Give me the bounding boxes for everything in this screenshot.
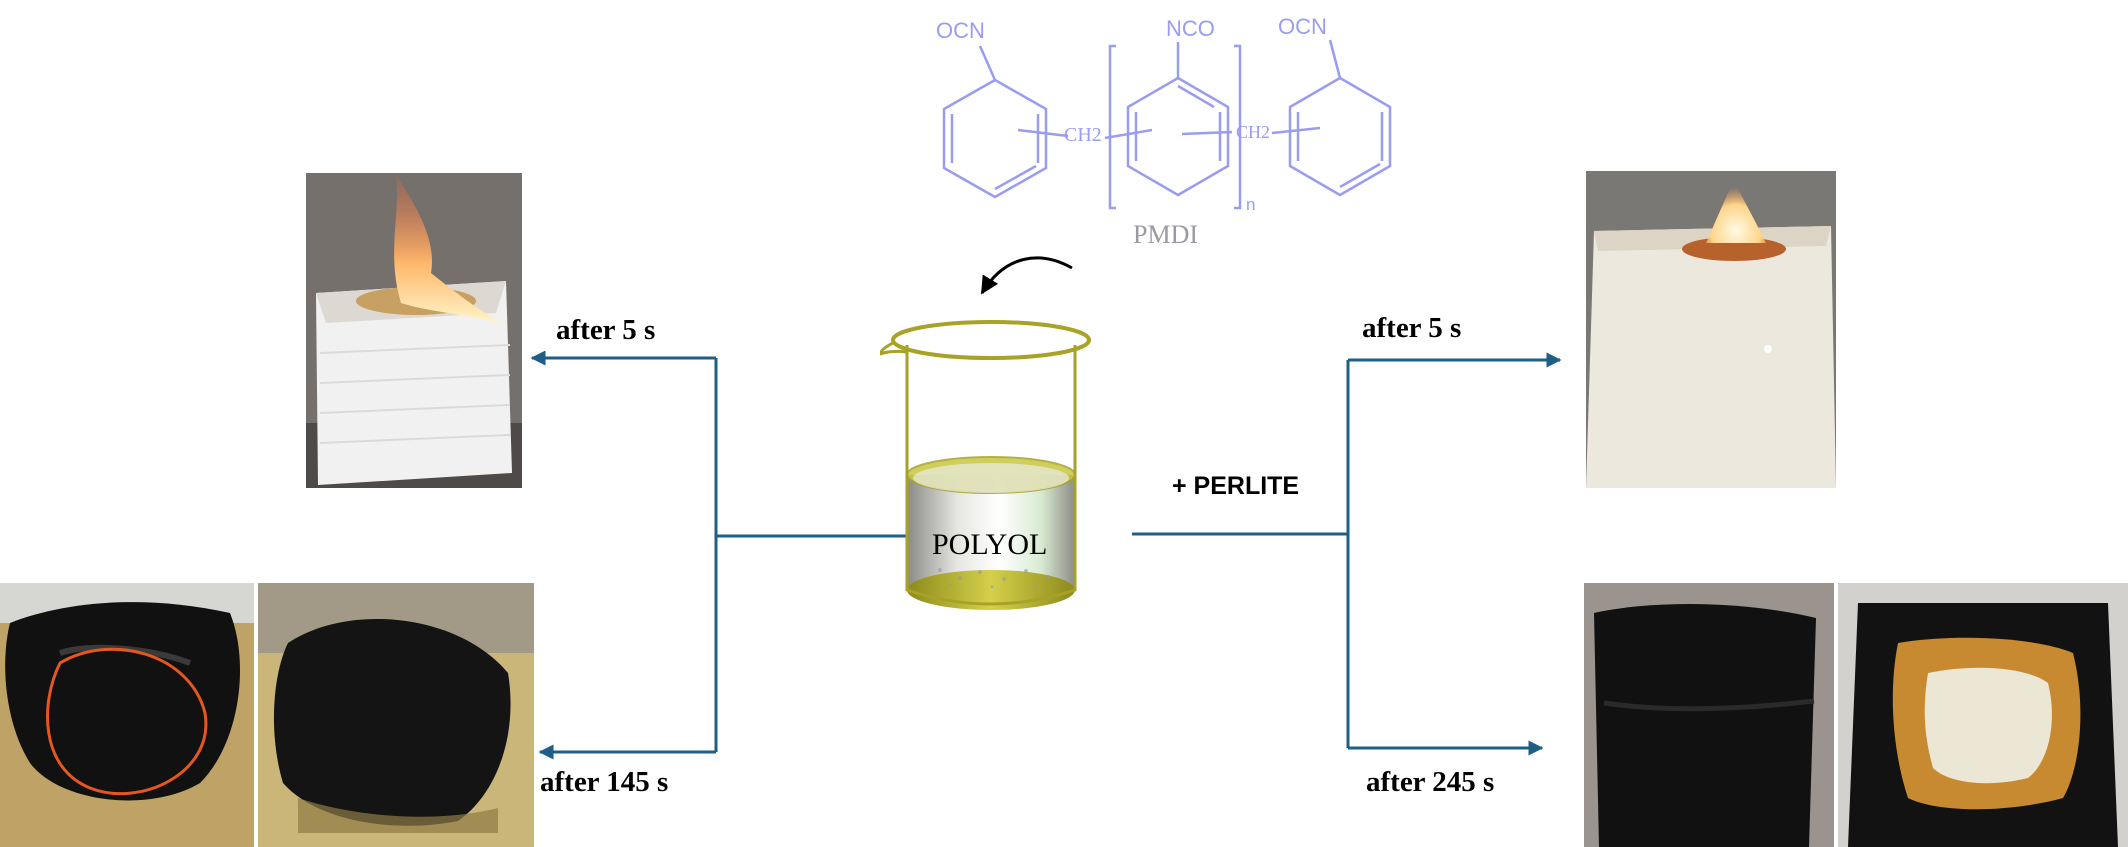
right-branch-lines: [1132, 352, 1562, 756]
repeat-subscript: n: [1246, 195, 1256, 214]
polyol-label: POLYOL: [932, 528, 1048, 561]
pmdi-structure: [942, 39, 1392, 210]
right-methylene-label: CH2: [1236, 122, 1271, 142]
perlite-foam-cross-section-photo: [1838, 583, 2128, 847]
pmdi-label: PMDI: [1133, 220, 1199, 249]
charred-perlite-block-photo: [1584, 583, 1834, 847]
beaker: [880, 320, 1091, 610]
right-top-time-label: after 5 s: [1362, 312, 1462, 344]
charred-melted-foam-photo: [0, 583, 254, 847]
charred-foam-residue-photo: [258, 583, 534, 847]
perlite-foam-burning-photo: [1586, 171, 1836, 488]
left-bottom-time-label: after 145 s: [540, 766, 669, 798]
perlite-additive-label: + PERLITE: [1172, 472, 1300, 500]
left-branch-lines: [530, 350, 908, 760]
right-bottom-time-label: after 245 s: [1366, 766, 1495, 798]
addition-arrow: [980, 256, 1073, 295]
right-isocyanate-label: OCN: [1278, 14, 1327, 39]
left-isocyanate-label: OCN: [936, 18, 985, 43]
left-top-time-label: after 5 s: [556, 314, 656, 346]
middle-isocyanate-label: NCO: [1166, 16, 1215, 41]
burning-foam-photo: [306, 173, 522, 488]
left-methylene-label: CH2: [1064, 124, 1102, 146]
